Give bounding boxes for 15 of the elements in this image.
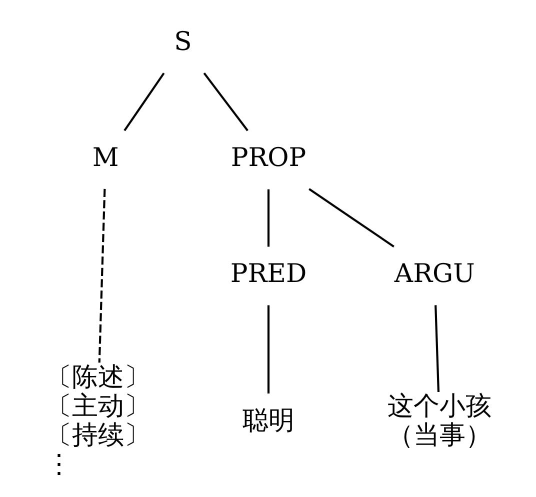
node-text: PRED — [230, 259, 306, 290]
node-text: PROP — [230, 142, 306, 173]
connector — [308, 188, 394, 248]
node-text: 〔陈述〕 〔主动〕 〔持续〕 ⋮ — [45, 362, 150, 480]
connector — [98, 188, 106, 363]
connector — [202, 72, 248, 132]
node-text: 聪明 — [242, 406, 294, 436]
connector — [266, 305, 270, 394]
connector — [266, 189, 270, 247]
node-text: M — [92, 142, 118, 173]
node-text: ARGU — [394, 259, 474, 290]
node-text: 这个小孩 （当事） — [386, 391, 491, 450]
connector — [123, 72, 164, 132]
connector — [434, 305, 440, 392]
node-text: S — [174, 26, 192, 57]
